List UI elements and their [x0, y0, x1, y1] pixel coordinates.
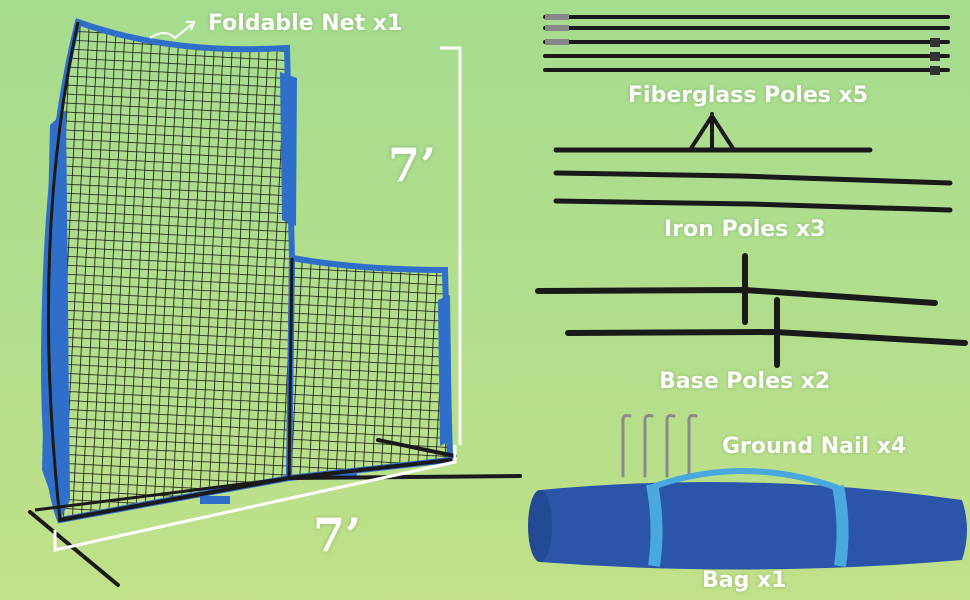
arrow-icon	[149, 23, 193, 40]
base-poles-image	[535, 253, 968, 368]
foldable-net-image	[28, 18, 522, 587]
fiberglass-poles-label: Fiberglass Poles x5	[628, 83, 869, 108]
ground-nail-label: Ground Nail x4	[722, 434, 907, 459]
net-right-panel	[285, 254, 454, 482]
net-left-panel	[41, 18, 296, 524]
height-dimension-line	[440, 46, 462, 445]
foldable-net-label: Foldable Net x1	[208, 11, 403, 36]
width-dimension-label: 7’	[313, 508, 362, 562]
width-dimension-line	[53, 445, 457, 552]
height-dimension-label: 7’	[388, 138, 437, 192]
bag-image	[528, 468, 967, 570]
base-poles-label: Base Poles x2	[659, 369, 831, 394]
fiberglass-poles-image	[543, 14, 950, 75]
bag-label: Bag x1	[702, 568, 787, 593]
ground-nails-image	[621, 414, 698, 478]
iron-poles-image	[553, 112, 953, 213]
iron-poles-label: Iron Poles x3	[664, 217, 826, 242]
